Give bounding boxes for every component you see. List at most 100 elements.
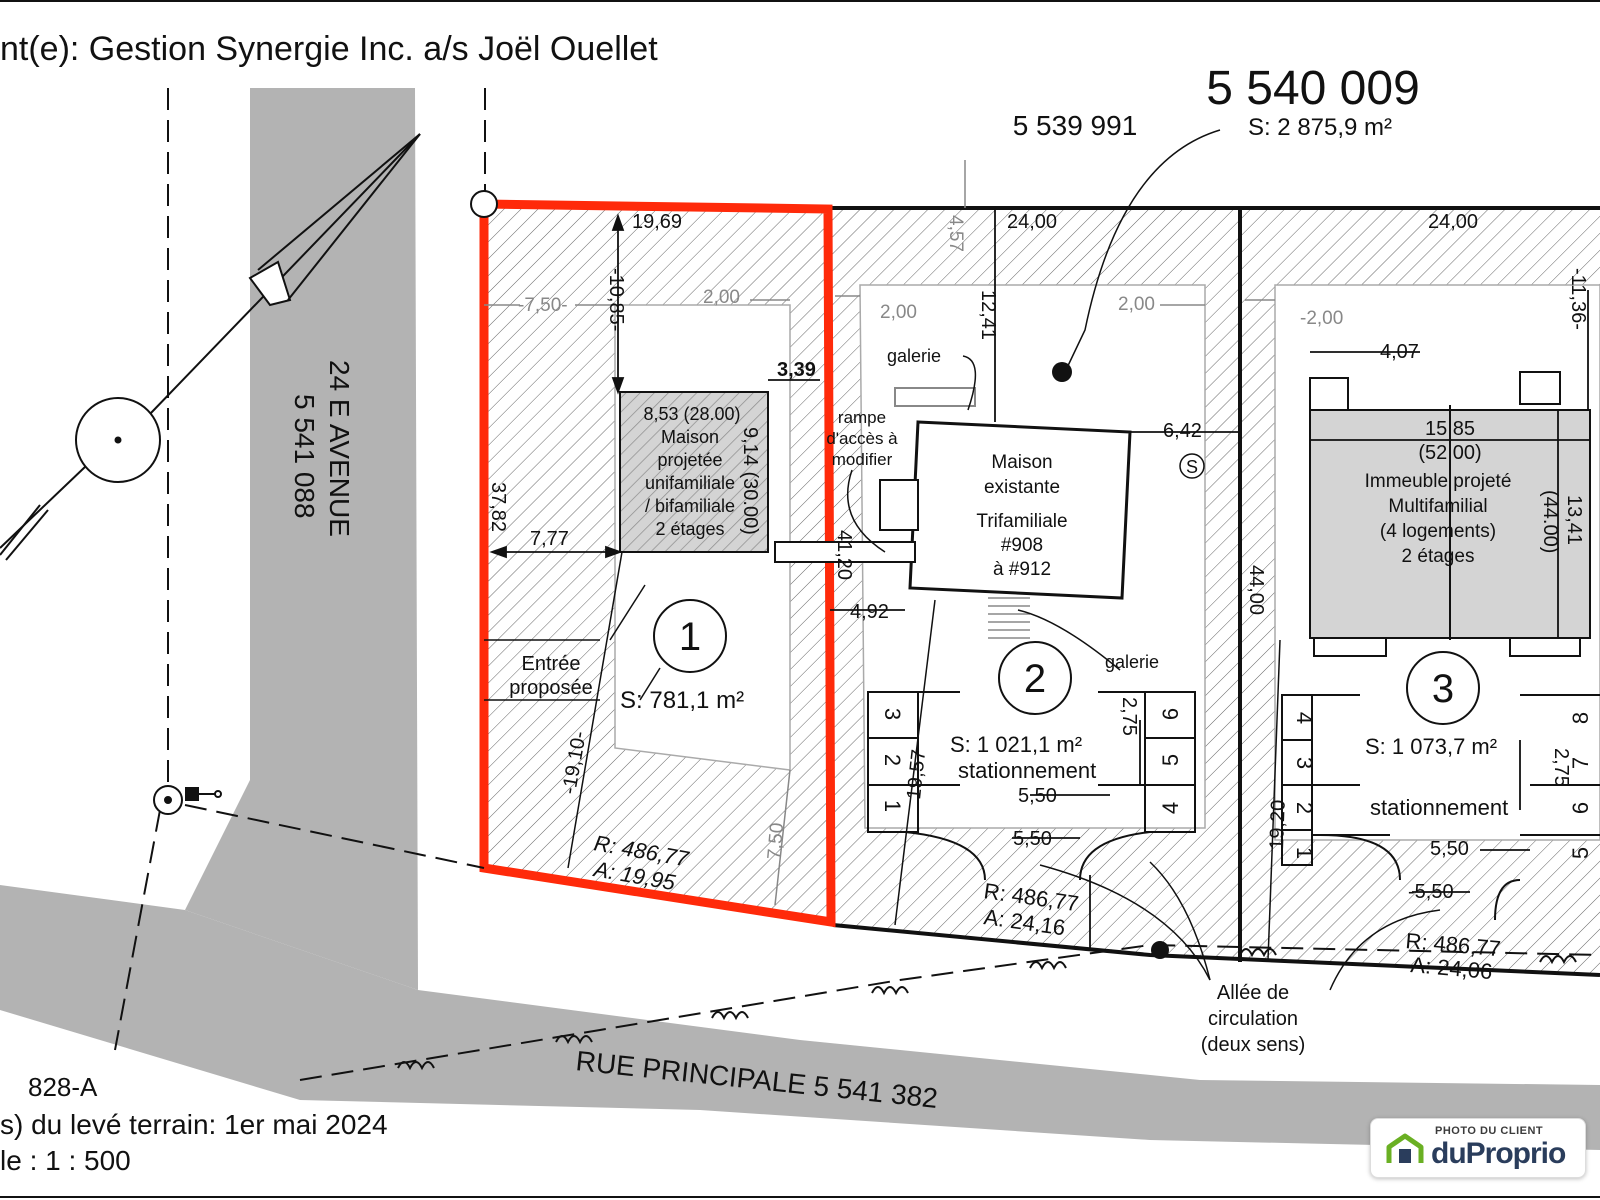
svg-text:2 étages: 2 étages (1402, 546, 1475, 567)
dim-p2-top: 24,00 (1007, 211, 1057, 233)
neighbor-lot: 5 539 991 (1013, 110, 1138, 141)
dim-p2-diag: 19,57 (903, 748, 930, 800)
svg-text:6: 6 (1158, 708, 1183, 720)
house-logo-icon (1386, 1133, 1424, 1163)
svg-text:1: 1 (1292, 847, 1317, 859)
svg-text:8: 8 (1568, 712, 1593, 724)
dim-p1-depth: 9,14 (30.00) (739, 427, 761, 535)
dim-p2-s2: 2,00 (1118, 294, 1155, 315)
svg-text:1: 1 (880, 800, 905, 812)
badge-brand: duProprio (1431, 1137, 1566, 1170)
parcel-2-house-label: Maison existante Trifamiliale #908 à #91… (976, 452, 1067, 580)
main-lot-number: 5 540 009 (1206, 62, 1420, 115)
dim-p3-w: 4,07 (1380, 341, 1419, 363)
svg-text:Immeuble projeté: Immeuble projeté (1365, 471, 1512, 492)
dim-p3-space-w: 5,50 (1430, 838, 1469, 860)
parcel-1-house-label: 8,53 (28.00) Maison projetée unifamilial… (643, 404, 740, 539)
dim-p1-left: 37,82 (487, 482, 509, 532)
dim-p2-side: 6,42 (1163, 420, 1202, 442)
dim-p2-left: 41,20 (833, 530, 855, 580)
lot-ref: 828-A (28, 1072, 98, 1102)
svg-text:Trifamiliale: Trifamiliale (976, 511, 1067, 532)
dim-p1-offset: 3,39 (777, 359, 816, 381)
dim-p3-aisle: -5,50 (1408, 881, 1454, 903)
dim-p3-top: 24,00 (1428, 211, 1478, 233)
dim-p2-d1: 12,41 (977, 290, 999, 340)
entry-label-1: Entrée (522, 653, 581, 675)
parcel-2-existing-house (908, 420, 1132, 600)
utility-line-symbols (397, 948, 1577, 1071)
dim-p1-side-left: -7,50- (518, 295, 568, 316)
svg-text:existante: existante (984, 477, 1060, 498)
avenue-lot: 5 541 088 (289, 394, 320, 519)
svg-text:Allée de: Allée de (1217, 982, 1289, 1004)
diagonal-dims (567, 551, 1281, 961)
svg-text:3: 3 (880, 708, 905, 720)
svg-text:5: 5 (1158, 754, 1183, 766)
svg-text:2: 2 (880, 754, 905, 766)
svg-text:(deux sens): (deux sens) (1201, 1034, 1306, 1056)
svg-text:#908: #908 (1001, 535, 1043, 556)
dim-p1-side-right: 2,00 (703, 287, 740, 308)
setback-lines (484, 160, 1275, 306)
svg-text:(4 logements): (4 logements) (1380, 521, 1496, 542)
svg-text:Multifamilial: Multifamilial (1388, 496, 1487, 517)
dim-p1-back: 7,50 (764, 822, 788, 861)
parcel-3-parking: stationnement (1370, 795, 1508, 820)
parcel-3-area: S: 1 073,7 m² (1365, 734, 1497, 759)
dim-p3-diag: 19,20 (1266, 799, 1290, 850)
svg-text:unifamiliale: unifamiliale (645, 473, 735, 493)
dim-p3-left: 44,00 (1245, 565, 1267, 615)
dim-p3-length: 15,85 (1425, 418, 1475, 440)
svg-text:Maison: Maison (661, 427, 719, 447)
parcel-2-parking: stationnement (958, 758, 1096, 783)
dim-p3-depth: 13,41 (1563, 495, 1585, 545)
main-lot-area: S: 2 875,9 m² (1248, 114, 1392, 141)
svg-text:4: 4 (1292, 712, 1317, 724)
parcel-2-stall-numbers: 3 2 1 6 5 4 (880, 708, 1183, 814)
parcel-2-number: 2 (1024, 657, 1046, 701)
dim-p2-vt: 4,57 (945, 215, 966, 252)
svg-text:3: 3 (1292, 757, 1317, 769)
svg-text:5: 5 (1568, 847, 1593, 859)
scale: le : 1 : 500 (0, 1145, 131, 1176)
svg-text:2: 2 (1292, 802, 1317, 814)
dim-p2-lower: 4,92 (850, 601, 889, 623)
entry-label-2: proposée (509, 677, 592, 699)
parcel-3-building-label: Immeuble projeté Multifamilial (4 logeme… (1365, 471, 1512, 567)
ramp-label-1: rampe (838, 408, 886, 427)
parcel-1-area: S: 781,1 m² (620, 687, 744, 714)
svg-text:à #912: à #912 (993, 559, 1051, 580)
dim-p1-setback: -10,85- (605, 268, 627, 331)
parcel-3-parking (1281, 694, 1600, 921)
dim-p3-length-ft: (52.00) (1418, 442, 1481, 464)
dim-p3-depth-ft: (44.00) (1539, 490, 1561, 553)
client-line: nt(e): Gestion Synergie Inc. a/s Joël Ou… (0, 30, 658, 68)
gallery-bottom: galerie (1105, 652, 1159, 672)
s-symbol (1179, 453, 1205, 479)
ramp-label-3: modifier (832, 450, 893, 469)
parcel-3-stall-numbers: 4 3 2 1 8 7 6 5 (1292, 712, 1593, 859)
road-rue-principale (0, 885, 1600, 1150)
dimension-lines (489, 208, 1590, 950)
lot-boundaries (820, 206, 1600, 977)
dim-p2-aisle: 5,50 (1013, 828, 1052, 850)
allee-callout: Allée de circulation (deux sens) (1201, 982, 1306, 1056)
parcel-2-parking (867, 691, 1196, 881)
duproprio-badge[interactable]: PHOTO DU CLIENT duProprio (1370, 1118, 1586, 1178)
dim-p3-setback: -11,36- (1567, 268, 1589, 330)
svg-text:8,53 (28.00): 8,53 (28.00) (643, 404, 740, 424)
parcel-3-number: 3 (1432, 667, 1454, 711)
svg-text:circulation: circulation (1208, 1008, 1298, 1030)
leader-lines (484, 129, 1441, 991)
badge-caption: PHOTO DU CLIENT (1435, 1125, 1544, 1137)
dim-p1-lateral: 7,77 (530, 528, 569, 550)
avenue-name: 24 E AVENUE (324, 360, 355, 537)
svg-text:2 étages: 2 étages (655, 519, 724, 539)
parcel-2-area: S: 1 021,1 m² (950, 732, 1082, 757)
s-symbol-text: S (1186, 457, 1198, 477)
property-lines (114, 88, 1600, 1081)
parcel-1-number: 1 (679, 615, 701, 659)
gallery-top: galerie (887, 346, 941, 366)
